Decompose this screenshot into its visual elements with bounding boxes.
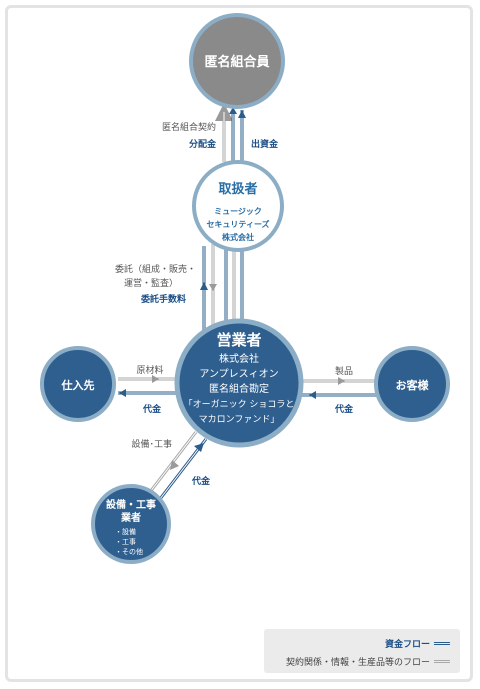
node-operator: 営業者 株式会社 アンプレスィオン 匿名組合勘定 「オーガニック ショコラと マ… <box>174 318 304 448</box>
operator-line-4: 「オーガニック ショコラと <box>184 399 295 410</box>
fee-arrowhead <box>200 282 208 290</box>
legend-fund-flow: 資金フロー <box>385 637 450 650</box>
distribution-arrowhead <box>229 107 237 114</box>
consignment-label-2: 運営・監査） <box>124 277 178 289</box>
legend-other-flow-swatch <box>434 660 450 663</box>
investor-label: 匿名組合員 <box>204 54 269 70</box>
contractor-payment-label: 代金 <box>191 475 211 487</box>
handler-operator-flows <box>200 244 244 330</box>
customer-label: お客様 <box>396 378 430 392</box>
supplier-flows <box>118 375 178 397</box>
legend: 資金フロー 契約関係・情報・生産品等のフロー <box>264 629 460 673</box>
raw-materials-label: 原材料 <box>136 364 163 376</box>
node-investor: 匿名組合員 <box>189 13 285 109</box>
products-arrowhead <box>338 377 345 385</box>
operator-line-2: アンプレスィオン <box>199 368 278 380</box>
handler-line-1: ミュージック <box>214 206 262 216</box>
customer-payment-label: 代金 <box>334 403 354 415</box>
operator-title: 営業者 <box>216 331 261 349</box>
legend-fund-flow-swatch <box>434 642 450 645</box>
products-label: 製品 <box>335 365 353 377</box>
equipment-arrowhead <box>170 460 179 470</box>
supplier-label: 仕入先 <box>61 378 95 392</box>
consignment-arrowhead <box>209 284 217 291</box>
contract-label: 匿名組合契約 <box>162 121 216 133</box>
contractor-title-1: 設備・工事 <box>106 498 156 511</box>
contractor-payment-arrowhead <box>194 443 204 452</box>
customer-flows <box>300 377 378 399</box>
handler-line-2: セキュリティーズ <box>206 219 269 229</box>
legend-other-flow: 契約関係・情報・生産品等のフロー <box>286 655 450 668</box>
contractor-item-2: ・工事 <box>115 537 136 546</box>
investor-handler-flows <box>215 103 246 166</box>
investment-arrowhead <box>238 110 246 118</box>
raw-materials-arrowhead <box>152 375 159 383</box>
operator-line-3: 匿名組合勘定 <box>209 382 269 395</box>
supplier-payment-arrowhead <box>119 389 126 397</box>
equipment-label: 設備･工事 <box>131 438 172 450</box>
consignment-fee-label: 委託手数料 <box>140 293 186 305</box>
node-customer: お客様 <box>374 346 450 422</box>
operator-line-5: マカロンファンド」 <box>199 414 280 425</box>
investment-label: 出資金 <box>251 138 279 150</box>
node-contractor: 設備・工事 業者 ・設備 ・工事 ・その他 <box>91 484 171 564</box>
contractor-flows <box>148 431 208 500</box>
node-handler: 取扱者 ミュージック セキュリティーズ 株式会社 <box>192 160 284 252</box>
operator-line-1: 株式会社 <box>219 352 259 365</box>
node-supplier: 仕入先 <box>40 346 116 422</box>
handler-title: 取扱者 <box>218 181 257 197</box>
contractor-item-3: ・その他 <box>115 547 143 556</box>
contractor-title-2: 業者 <box>120 511 141 524</box>
supplier-payment-label: 代金 <box>142 403 162 415</box>
distribution-label: 分配金 <box>189 138 217 150</box>
legend-other-flow-label: 契約関係・情報・生産品等のフロー <box>285 658 430 668</box>
contractor-item-1: ・設備 <box>115 527 136 536</box>
legend-fund-flow-label: 資金フロー <box>384 640 430 650</box>
handler-line-3: 株式会社 <box>222 232 254 242</box>
consignment-label-1: 委託（組成・販売・ <box>115 263 196 275</box>
customer-payment-arrowhead <box>309 391 316 399</box>
